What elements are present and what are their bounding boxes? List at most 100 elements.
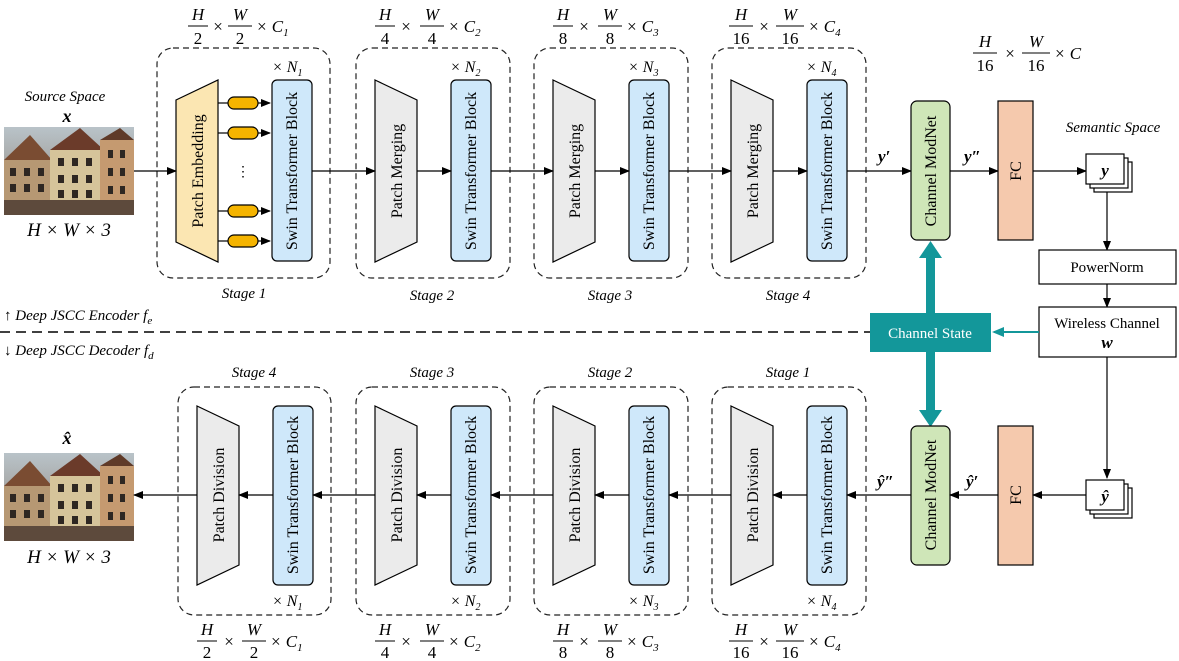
svg-text:H: H: [734, 5, 749, 24]
encoder-patch-merging-label-4: Patch Merging: [745, 124, 762, 218]
svg-text:×: ×: [224, 632, 234, 651]
svg-text:H: H: [734, 620, 749, 639]
svg-text:× C1: × C1: [270, 632, 303, 654]
input-dims: H × W × 3: [26, 220, 111, 241]
y-hat-dprime-label: ŷ″: [875, 472, 894, 491]
y-hat-symbol: ŷ: [1099, 487, 1109, 506]
semantic-dims: H 16 × W 16 × C: [973, 32, 1082, 75]
svg-text:W: W: [603, 5, 619, 24]
svg-text:× N2: × N2: [450, 59, 480, 79]
decoder-patch-division-label-2: Patch Division: [389, 448, 406, 543]
encoder-stage-1-box: [156, 47, 331, 279]
decoder-stage-2-box: [533, 386, 689, 616]
decoder-stage-4-box: [177, 386, 332, 616]
encoder-patch-merging-4: [730, 79, 774, 263]
encoder-stage-4-repeat: × N4: [806, 59, 836, 79]
svg-text:× C4: × C4: [808, 632, 841, 654]
svg-text:H: H: [556, 5, 571, 24]
svg-text:× C4: × C4: [808, 17, 841, 39]
svg-text:4: 4: [381, 643, 390, 661]
encoder-patch-merging-3: [552, 79, 596, 263]
encoder-stage-3-dims: H 8 × W 8 × C3: [553, 5, 659, 48]
svg-text:16: 16: [733, 29, 750, 48]
y-symbol: y: [1099, 161, 1109, 180]
svg-text:H: H: [978, 32, 993, 51]
decoder-patch-division-label-3: Patch Division: [567, 448, 584, 543]
encoder-stage-4-dims: H 16 × W 16 × C4: [729, 5, 841, 48]
svg-text:×: ×: [1005, 44, 1015, 63]
token-3: [227, 204, 259, 218]
svg-text:H: H: [378, 620, 393, 639]
svg-text:W: W: [603, 620, 619, 639]
svg-text:2: 2: [236, 29, 245, 48]
decoder-swin-label-2: Swin Transformer Block: [463, 416, 480, 574]
encoder-patch-merging-label-2: Patch Merging: [389, 124, 406, 218]
svg-text:16: 16: [1028, 56, 1045, 75]
decoder-patch-division-2: [374, 405, 418, 586]
encoder-stage-1-repeat: × N1: [272, 59, 302, 79]
decoder-stage-1-repeat: × N4: [806, 593, 836, 613]
w-symbol: w: [1101, 333, 1113, 352]
channel-state-label: Channel State: [888, 326, 972, 342]
svg-text:2: 2: [194, 29, 203, 48]
encoder-stage-1-dims: H 2 × W 2 × C1: [188, 5, 289, 48]
encoder-label: ↑ Deep JSCC Encoder fe: [4, 308, 152, 327]
svg-text:W: W: [233, 5, 249, 24]
x-hat-symbol: x̂: [62, 428, 72, 448]
decoder-patch-division-3: [552, 405, 596, 586]
y-hat-stack: ŷ: [1085, 479, 1133, 519]
svg-text:× N4: × N4: [806, 593, 836, 613]
svg-text:× N3: × N3: [628, 59, 658, 79]
encoder-channel-modnet: [910, 100, 951, 241]
decoder-stage-3-box: [355, 386, 511, 616]
output-dims: H × W × 3: [26, 547, 111, 568]
decoder-stage-2-dims: H 8 × W 8 × C3: [553, 620, 659, 661]
svg-text:× C3: × C3: [626, 632, 659, 654]
svg-text:H: H: [200, 620, 215, 639]
token-1: [227, 96, 259, 110]
encoder-stage-3-label: Stage 3: [588, 288, 633, 304]
y-hat-prime-label: ŷ′: [964, 472, 978, 491]
encoder-stage-2-label: Stage 2: [410, 288, 455, 304]
svg-text:× C1: × C1: [256, 17, 289, 39]
decoder-patch-division-1: [196, 405, 240, 586]
decoder-swin-label-4: Swin Transformer Block: [819, 416, 836, 574]
decoder-stage-4-repeat: × N1: [272, 593, 302, 613]
y-stack: y: [1085, 153, 1133, 193]
decoder-stage-2-label: Stage 2: [588, 365, 633, 381]
source-space-label: Source Space: [25, 89, 106, 105]
y-dprime-label: y″: [962, 147, 981, 166]
svg-text:× N4: × N4: [806, 59, 836, 79]
svg-text:8: 8: [559, 643, 568, 661]
decoder-fc-label: FC: [1008, 485, 1025, 505]
decoder-swin-label-3: Swin Transformer Block: [641, 416, 658, 574]
svg-text:W: W: [1029, 32, 1045, 51]
svg-text:×: ×: [759, 17, 769, 36]
svg-text:16: 16: [977, 56, 994, 75]
svg-text:×: ×: [401, 632, 411, 651]
svg-text:×: ×: [759, 632, 769, 651]
decoder-channel-modnet-label: Channel ModNet: [923, 439, 940, 550]
svg-text:× N1: × N1: [272, 593, 302, 613]
wireless-channel-label: Wireless Channel: [1054, 316, 1160, 332]
svg-text:W: W: [783, 620, 799, 639]
svg-text:×: ×: [579, 632, 589, 651]
decoder-patch-division-4: [730, 405, 774, 586]
svg-text:4: 4: [381, 29, 390, 48]
decoder-stage-3-dims: H 4 × W 4 × C2: [375, 620, 481, 661]
decoder-stage-3-label: Stage 3: [410, 365, 455, 381]
x-symbol: x: [62, 106, 72, 126]
svg-text:4: 4: [428, 29, 437, 48]
semantic-space-label: Semantic Space: [1066, 120, 1161, 136]
svg-text:2: 2: [203, 643, 212, 661]
encoder-fc: [997, 100, 1034, 241]
decoder-stage-4-label: Stage 4: [232, 365, 277, 381]
token-4: [227, 234, 259, 248]
encoder-swin-label-4: Swin Transformer Block: [819, 92, 836, 250]
reconstructed-image: [4, 453, 134, 541]
svg-text:W: W: [783, 5, 799, 24]
token-2: [227, 126, 259, 140]
decoder-stage-1-label: Stage 1: [766, 365, 811, 381]
y-prime-label: y′: [876, 147, 890, 166]
encoder-swin-label-2: Swin Transformer Block: [463, 92, 480, 250]
